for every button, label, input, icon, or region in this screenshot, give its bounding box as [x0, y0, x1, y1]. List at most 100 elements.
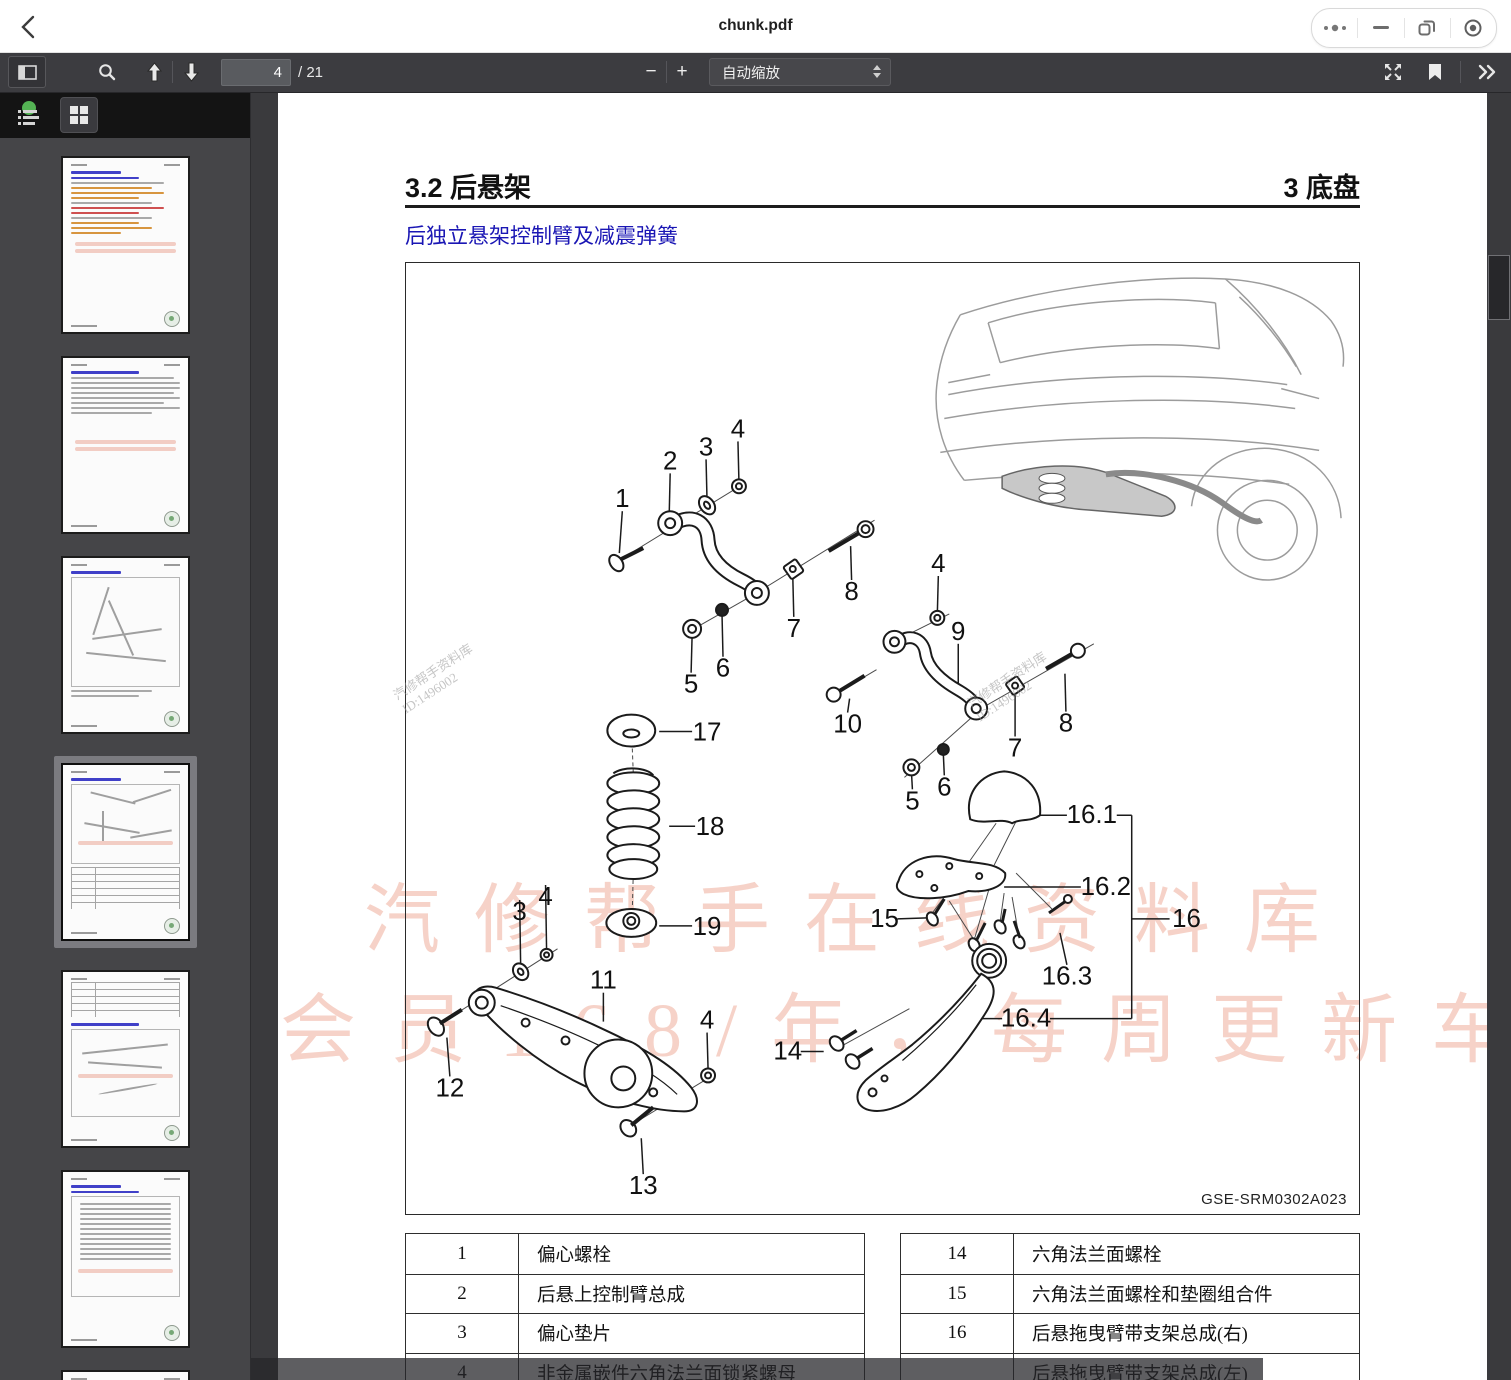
double-chevron-icon — [1478, 64, 1496, 80]
callout-13: 13 — [629, 1172, 658, 1200]
callout-5: 5 — [684, 671, 698, 699]
restore-button[interactable] — [1405, 9, 1450, 47]
thumbnails-grid-icon — [70, 106, 88, 124]
thumbnail-page-4[interactable] — [60, 763, 190, 941]
search-icon — [99, 64, 116, 81]
vertical-scrollbar[interactable] — [1487, 92, 1511, 1380]
seal-stamp — [163, 1125, 180, 1141]
callout-6: 6 — [937, 773, 951, 801]
pill-divider — [1357, 18, 1359, 38]
callout-16.4: 16.4 — [1001, 1005, 1051, 1033]
previous-page-button[interactable] — [136, 57, 172, 87]
callout-4: 4 — [731, 415, 745, 443]
callout-10: 10 — [833, 711, 862, 739]
page-number-input[interactable] — [221, 58, 291, 86]
zoom-controls: − + 自动缩放 — [636, 52, 891, 92]
back-button[interactable] — [14, 12, 44, 42]
thumbnail-page-1[interactable] — [60, 156, 190, 334]
zoom-in-button[interactable]: + — [676, 61, 688, 82]
callout-19: 19 — [693, 913, 722, 941]
record-button[interactable] — [1451, 9, 1496, 47]
callout-8: 8 — [844, 578, 858, 606]
seal-stamp — [163, 1325, 180, 1341]
callout-8: 8 — [1059, 710, 1073, 738]
seal-stamp — [163, 918, 180, 934]
callout-4: 4 — [931, 550, 945, 578]
figure-code: GSE-SRM0302A023 — [1201, 1191, 1347, 1208]
seal-stamp — [163, 711, 180, 727]
outline-icon — [18, 101, 39, 125]
record-icon — [1464, 19, 1482, 37]
callout-17: 17 — [693, 719, 722, 747]
toolbar-divider — [172, 61, 173, 83]
callout-16.2: 16.2 — [1081, 873, 1131, 901]
pill-divider — [1403, 18, 1405, 38]
scrollbar-thumb[interactable] — [1488, 255, 1510, 320]
arrow-down-icon — [183, 62, 200, 82]
bookmark-icon — [1429, 64, 1441, 80]
search-button[interactable] — [90, 57, 124, 87]
bottom-overlay-bar — [250, 1358, 1263, 1380]
callout-leader-lines — [446, 441, 1170, 1175]
more-options-button[interactable] — [1312, 9, 1357, 47]
thumbnail-view-button[interactable] — [60, 97, 98, 133]
restore-icon — [1418, 20, 1436, 36]
seal-stamp — [163, 511, 180, 527]
callout-12: 12 — [435, 1074, 464, 1102]
car-rear-sketch — [935, 277, 1345, 581]
bookmark-button[interactable] — [1420, 57, 1450, 87]
zoom-mode-value: 自动缩放 — [722, 65, 780, 82]
thumbnail-page-7[interactable] — [60, 1370, 190, 1380]
chapter-label: 3 底盘 — [1283, 173, 1360, 203]
thumbnail-page-2[interactable] — [60, 356, 190, 534]
selected-thumbnail-frame — [53, 756, 197, 948]
callout-1: 1 — [615, 485, 629, 513]
suspension-diagram: 123487561049876517181934111241314151616.… — [426, 277, 1345, 1200]
thumbnail-page-3[interactable] — [60, 556, 190, 734]
next-page-button[interactable] — [173, 57, 209, 87]
callout-16.3: 16.3 — [1042, 963, 1092, 991]
callout-4: 4 — [700, 1007, 714, 1035]
callout-18: 18 — [696, 813, 725, 841]
sidebar-toggle-button[interactable] — [8, 56, 46, 88]
sidebar-toggle-icon — [17, 64, 37, 80]
header-rule — [405, 205, 1360, 208]
toolbar-divider — [1460, 61, 1461, 83]
callout-3: 3 — [512, 898, 526, 926]
select-arrows-icon — [873, 65, 881, 78]
callout-15: 15 — [870, 905, 899, 933]
car-suspension-highlight — [1001, 465, 1263, 525]
thumbnail-page-6[interactable] — [60, 1170, 190, 1348]
back-chevron-icon — [21, 15, 35, 39]
minimize-icon — [1372, 26, 1389, 29]
page-count-label: / 21 — [298, 63, 324, 81]
thumbnail-list[interactable] — [0, 138, 250, 1380]
thumbnail-page-5[interactable] — [60, 970, 190, 1148]
toolbar-right-group — [1376, 52, 1505, 92]
callout-2: 2 — [663, 447, 677, 475]
arrow-up-icon — [146, 62, 163, 82]
presentation-mode-button[interactable] — [1376, 57, 1410, 87]
zoom-out-button[interactable]: − — [645, 61, 657, 82]
minimize-button[interactable] — [1358, 9, 1403, 47]
toolbar-more-button[interactable] — [1471, 57, 1505, 87]
browser-controls-pill — [1311, 8, 1497, 48]
outline-view-button[interactable] — [10, 98, 46, 132]
zoom-mode-select[interactable]: 自动缩放 — [709, 58, 891, 86]
suspension-parts — [426, 478, 1086, 1138]
seal-stamp — [163, 311, 180, 327]
pdf-toolbar: / 21 − + 自动缩放 — [0, 52, 1511, 93]
figure-subtitle: 后独立悬架控制臂及减震弹簧 — [405, 225, 678, 248]
callout-11: 11 — [590, 967, 617, 995]
section-title: 3.2 后悬架 — [405, 173, 532, 203]
pill-divider — [1449, 18, 1451, 38]
sidebar-header — [0, 92, 250, 138]
browser-title-bar: chunk.pdf — [0, 0, 1511, 53]
